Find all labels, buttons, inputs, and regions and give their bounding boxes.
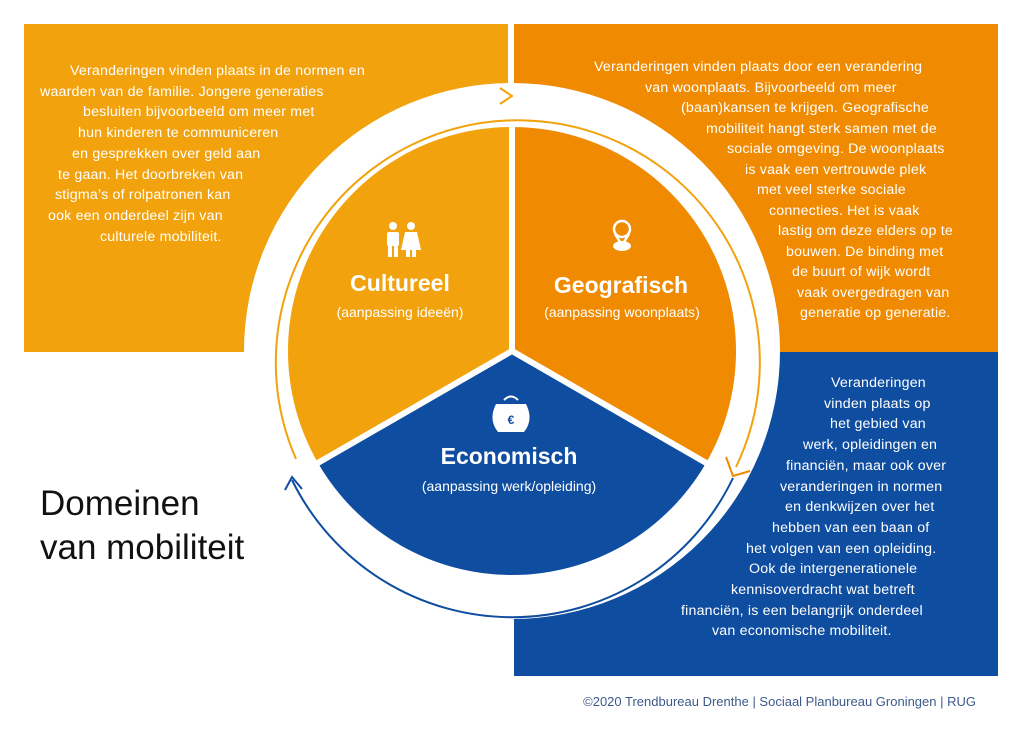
cultureel-segment — [287, 127, 512, 463]
economisch-description-line: het gebied van — [830, 416, 926, 433]
geografisch-title: Geografisch — [553, 272, 689, 298]
copyright-footer: ©2020 Trendbureau Drenthe | Sociaal Plan… — [583, 694, 976, 709]
geografisch-description-line: is vaak een vertrouwde plek — [745, 161, 927, 178]
cultureel-description-line: waarden van de familie. Jongere generati… — [40, 83, 324, 100]
geografisch-description-line: connecties. Het is vaak — [769, 202, 920, 219]
geografisch-description-line: lastig om deze elders op te — [778, 223, 953, 239]
geografisch-description-line: bouwen. De binding met — [786, 243, 944, 260]
economisch-description-line: Veranderingen — [831, 375, 926, 391]
economisch-description-line: van economische mobiliteit. — [712, 623, 892, 640]
page-title: Domeinen van mobiliteit — [40, 482, 244, 570]
orange-cycle-arrow — [274, 119, 761, 468]
cultureel-description-line: ook een onderdeel zijn van — [48, 207, 223, 224]
economisch-description-line: vinden plaats op — [824, 395, 931, 412]
economisch-description-line: veranderingen in normen — [780, 478, 943, 495]
economisch-title: Economisch — [440, 443, 578, 469]
geografisch-description-line: van woonplaats. Bijvoorbeeld om meer — [645, 79, 897, 96]
blue-cycle-arrow — [291, 477, 734, 619]
people-icon — [387, 222, 421, 257]
geografisch-description-line: vaak overgedragen van — [797, 284, 950, 301]
geografisch-description-line: (baan)kansen te krijgen. Geografische — [681, 100, 929, 116]
economisch-description-line: Ook de intergenerationele — [749, 561, 918, 578]
economisch-description-line: hebben van een baan of — [772, 519, 930, 536]
svg-text:€: € — [508, 413, 515, 427]
economisch-description-line: en denkwijzen over het — [785, 499, 935, 516]
geografisch-description-line: met veel sterke sociale — [757, 182, 906, 198]
arrowhead-icon — [284, 475, 303, 491]
title-line-2: van mobiliteit — [40, 528, 245, 567]
cultureel-description-line: Veranderingen vinden plaats in de normen… — [70, 63, 365, 79]
cultureel-subtitle: (aanpassing ideeën) — [336, 304, 464, 320]
geografisch-description-line: Veranderingen vinden plaats door een ver… — [594, 59, 923, 75]
economisch-description-line: kennisoverdracht wat betreft — [731, 582, 915, 598]
title-line-1: Domeinen — [40, 484, 200, 523]
geografisch-description-line: de buurt of wijk wordt — [792, 264, 931, 280]
geografisch-segment — [512, 127, 737, 463]
geografisch-subtitle: (aanpassing woonplaats) — [544, 304, 700, 320]
arrowhead-icon — [725, 456, 751, 478]
cultureel-description-line: hun kinderen te communiceren — [78, 125, 279, 142]
cultureel-description-line: stigma’s of rolpatronen kan — [55, 187, 231, 204]
economisch-description-line: het volgen van een opleiding. — [746, 540, 937, 557]
location-pin-icon — [612, 219, 632, 251]
economisch-description-line: werk, opleidingen en — [803, 437, 938, 454]
euro-purse-icon: € — [492, 395, 530, 432]
economisch-description-line: financiën, is een belangrijk onderdeel — [681, 602, 923, 619]
economisch-description-line: financiën, maar ook over — [786, 457, 947, 474]
cultureel-description-line: besluiten bijvoorbeeld om meer met — [83, 104, 315, 121]
geografisch-description-line: generatie op generatie. — [800, 305, 951, 321]
economisch-subtitle: (aanpassing werk/opleiding) — [421, 478, 597, 494]
cultureel-description-line: culturele mobiliteit. — [100, 228, 222, 245]
cultureel-description-line: te gaan. Het doorbreken van — [58, 166, 244, 183]
geografisch-description-line: mobiliteit hangt sterk samen met de — [706, 120, 937, 137]
arrowhead-icon — [499, 87, 514, 105]
cultureel-title: Cultureel — [350, 270, 450, 296]
cultureel-description-line: en gesprekken over geld aan — [72, 145, 261, 162]
geografisch-description-line: sociale omgeving. De woonplaats — [727, 141, 945, 157]
